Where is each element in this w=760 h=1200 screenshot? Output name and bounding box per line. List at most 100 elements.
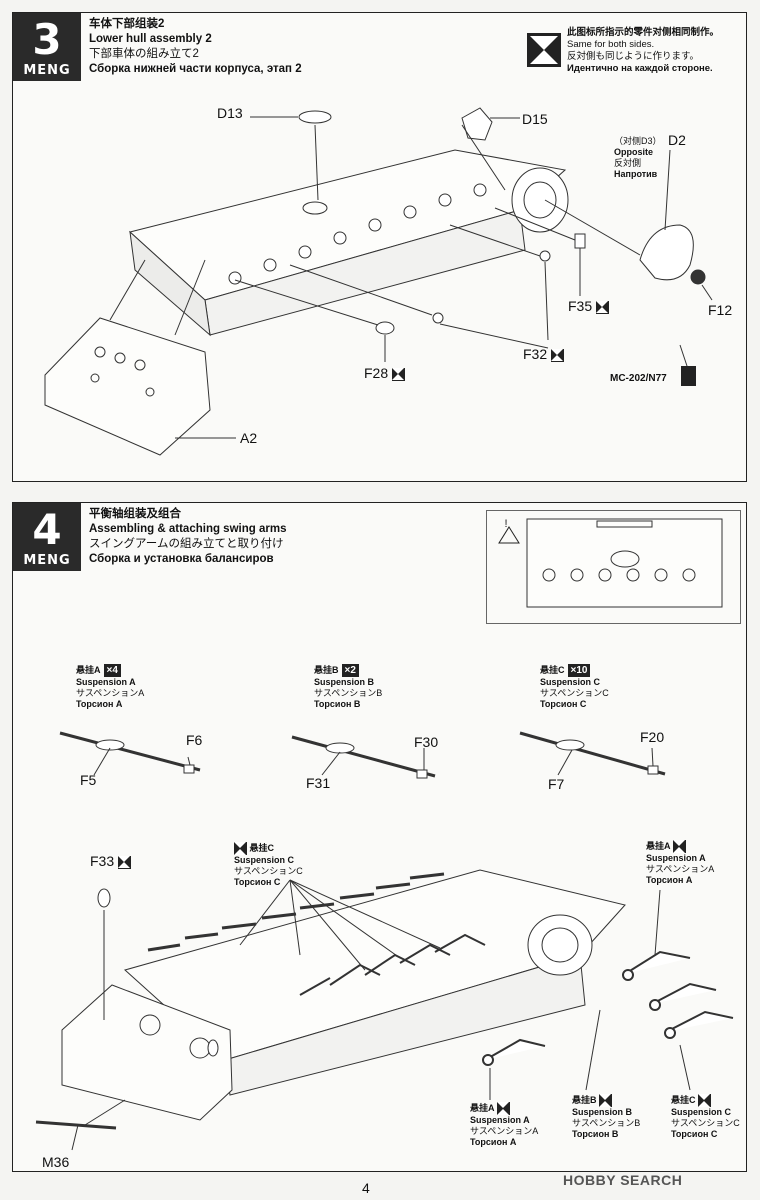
both-sides-icon [392,367,406,381]
title-ja: スイングアームの組み立てと取り付け [89,538,284,550]
both-sides-note: 此图标所指示的零件对侧相同制作。 Same for both sides. 反対… [567,27,760,75]
part-f33-label: F33 [90,853,132,869]
suspension-b-header: 悬挂B×2 Suspension B サスペンションB Торсион B [314,664,382,710]
susp-c-qty: ×10 [567,664,591,677]
callout-c2-ja: サスペンションC [671,1118,740,1128]
step-4-badge: 4 MENG [13,503,81,571]
part-a2-label: A2 [240,430,258,446]
part-d15-label: D15 [522,111,548,127]
callout-a-zh: 悬挂A [646,840,671,851]
brand-logo: MENG [23,553,71,568]
both-sides-icon [698,1094,712,1107]
callout-c2-zh: 悬挂C [671,1094,696,1105]
part-d2-label: D2 [668,132,686,148]
susp-c-en: Suspension C [540,677,601,687]
callout-suspension-c-hull: 悬挂C Suspension C サスペンションC Торсион C [234,842,303,888]
attention-inset: ! [486,510,741,624]
both-sides-icon [672,840,686,853]
opposite-d3-note: （对侧D3） Opposite 反対側 Напротив [614,136,662,180]
callout-suspension-a-bottom: 悬挂A Suspension A サスペンションA Торсион A [470,1102,538,1148]
part-f20-label: F20 [640,729,665,745]
brand-logo: MENG [23,63,71,78]
f35-text: F35 [568,298,593,314]
opposite-en: Opposite [614,147,654,157]
part-f31-label: F31 [306,775,331,791]
step-4-titles: 平衡轴组装及组合 Assembling & attaching swing ar… [89,507,286,567]
watermark: HOBBY SEARCH [563,1172,683,1188]
both-sides-icon [527,33,561,67]
opposite-ru: Напротив [614,169,658,179]
susp-c-zh: 悬挂C [540,665,565,675]
susp-a-zh: 悬挂A [76,665,101,675]
step-3-hull-drawing [44,107,713,456]
susp-b-zh: 悬挂B [314,665,339,675]
callout-b-ja: サスペンションB [572,1118,641,1128]
both-sides-icon [496,1102,510,1115]
title-en: Lower hull assembly 2 [89,33,212,45]
part-f28-label: F28 [364,365,406,381]
susp-b-ja: サスペンションB [314,688,383,698]
callout-suspension-b-bottom: 悬挂B Suspension B サスペンションB Торсион B [572,1094,640,1140]
paint-code: MC-202/N77 [610,373,667,384]
step-3-titles: 车体下部组装2 Lower hull assembly 2 下部車体の組み立て2… [89,17,302,77]
part-f32-label: F32 [523,346,565,362]
callout-a2-ru: Торсион A [470,1137,517,1147]
step-number: 4 [32,505,62,554]
susp-a-ru: Торсион A [76,699,123,709]
title-en: Assembling & attaching swing arms [89,523,287,535]
both-sides-icon [118,855,132,869]
callout-a-en: Suspension A [646,853,706,863]
paint-mc202-label: MC-202/N77 [610,373,667,384]
susp-b-ru: Торсион B [314,699,361,709]
callout-c2-ru: Торсион C [671,1129,718,1139]
suspension-c-header: 悬挂C×10 Suspension C サスペンションC Торсион C [540,664,609,710]
susp-c-ru: Торсион C [540,699,587,709]
part-f30-label: F30 [414,734,439,750]
title-ru: Сборка и установка балансиров [89,553,274,565]
f28-text: F28 [364,365,389,381]
note-en: Same for both sides. [567,39,655,50]
part-f6-label: F6 [186,732,203,748]
step-3-badge: 3 MENG [13,13,81,81]
callout-a-ja: サスペンションA [646,864,715,874]
callout-c-ru: Торсион C [234,877,281,887]
attention-inset-drawing: ! [498,518,723,608]
callout-c-en: Suspension C [234,855,295,865]
part-f5-label: F5 [80,772,97,788]
part-f12-label: F12 [708,302,733,318]
callout-suspension-a-right: 悬挂A Suspension A サスペンションA Торсион A [646,840,714,886]
part-m36-label: M36 [42,1154,70,1170]
page-number: 4 [362,1180,370,1196]
callout-a2-zh: 悬挂A [470,1102,495,1113]
step-number: 3 [32,15,62,64]
susp-b-qty: ×2 [341,664,359,677]
title-zh: 车体下部组装2 [89,18,165,30]
callout-b-ru: Торсион B [572,1129,619,1139]
susp-b-en: Suspension B [314,677,375,687]
note-ja: 反対側も同じように作ります。 [567,51,700,62]
callout-suspension-c-bottom: 悬挂C Suspension C サスペンションC Торсион C [671,1094,740,1140]
part-f35-label: F35 [568,298,610,314]
f32-text: F32 [523,346,548,362]
opposite-ja: 反対側 [614,158,642,168]
part-f7-label: F7 [548,776,565,792]
opposite-zh: （对侧D3） [614,136,662,146]
part-d13-label: D13 [217,105,243,121]
callout-a2-en: Suspension A [470,1115,530,1125]
both-sides-icon [599,1094,613,1107]
title-zh: 平衡轴组装及组合 [89,508,181,520]
paintbrush-icon [681,366,696,386]
note-zh: 此图标所指示的零件对侧相同制作。 [567,27,720,38]
callout-a-ru: Торсион A [646,875,693,885]
both-sides-icon [596,300,610,314]
f33-text: F33 [90,853,115,869]
callout-c2-en: Suspension C [671,1107,732,1117]
callout-c-zh: 悬挂C [249,842,275,853]
susp-c-ja: サスペンションC [540,688,609,698]
susp-a-en: Suspension A [76,677,136,687]
title-ja: 下部車体の組み立て2 [89,48,199,60]
title-ru: Сборка нижней части корпуса, этап 2 [89,63,302,75]
suspension-a-header: 悬挂A×4 Suspension A サスペンションA Торсион A [76,664,144,710]
both-sides-icon [551,348,565,362]
